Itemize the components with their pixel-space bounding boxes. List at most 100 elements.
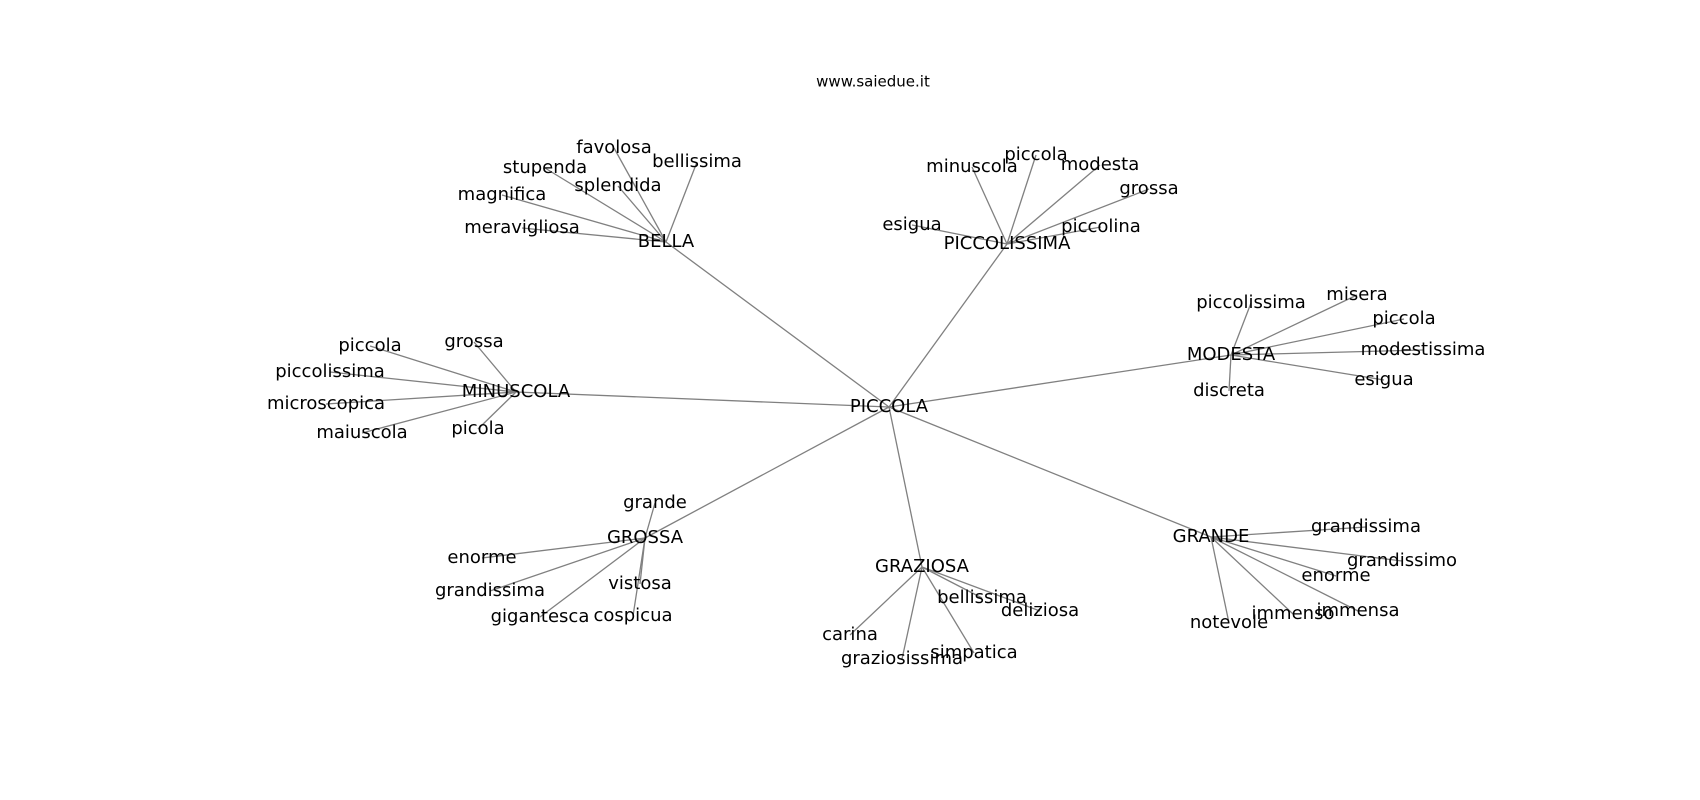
- leaf-node-label: bellissima: [652, 151, 742, 172]
- edge-root-to-hub: [644, 406, 890, 539]
- edge-hub-to-leaf: [1006, 226, 1102, 245]
- edge-hub-to-leaf: [477, 391, 517, 430]
- edge-hub-to-leaf: [1210, 536, 1403, 562]
- leaf-node-label: misera: [1326, 284, 1387, 305]
- leaf-node-label: modestissima: [1361, 339, 1486, 360]
- leaf-node-label: immenso: [1252, 603, 1335, 624]
- leaf-node-label: grossa: [1119, 178, 1178, 199]
- edge-hub-to-leaf: [325, 391, 517, 405]
- leaf-node-label: grandissima: [435, 580, 545, 601]
- edge-hub-to-leaf: [1230, 294, 1358, 356]
- edge-hub-to-leaf: [521, 227, 667, 243]
- edge-hub-to-leaf: [849, 566, 923, 636]
- edge-hub-to-leaf: [971, 166, 1008, 245]
- edge-hub-to-leaf: [544, 167, 667, 243]
- leaf-node-label: piccolissima: [275, 361, 385, 382]
- edge-hub-to-leaf: [489, 537, 646, 592]
- edge-hub-to-leaf: [481, 537, 646, 559]
- edge-hub-to-leaf: [473, 341, 517, 393]
- leaf-node-label: cospicua: [593, 605, 672, 626]
- leaf-node-label: enorme: [1301, 565, 1370, 586]
- site-title: www.saiedue.it: [816, 73, 930, 91]
- edge-hub-to-leaf: [921, 566, 983, 599]
- edge-hub-to-leaf: [1210, 536, 1359, 612]
- edge-hub-to-leaf: [329, 371, 517, 393]
- leaf-node-label: magnifica: [458, 184, 547, 205]
- edge-root-to-hub: [888, 354, 1232, 408]
- edge-hub-to-leaf: [921, 566, 1041, 612]
- leaf-node-label: graziosissima: [841, 648, 963, 669]
- leaf-node-label: notevole: [1190, 612, 1268, 633]
- graph-edges: [325, 147, 1424, 660]
- leaf-node-label: piccola: [338, 335, 401, 356]
- edge-hub-to-leaf: [1210, 536, 1230, 624]
- leaf-node-label: favolosa: [576, 137, 651, 158]
- edge-root-to-hub: [888, 406, 1212, 538]
- edge-hub-to-leaf: [501, 194, 667, 243]
- edge-hub-to-leaf: [361, 391, 517, 434]
- hub-node-label: GROSSA: [607, 527, 684, 548]
- edge-hub-to-leaf: [921, 566, 975, 654]
- edge-root-to-hub: [665, 241, 890, 408]
- leaf-node-label: carina: [822, 624, 878, 645]
- edge-root-to-hub: [515, 391, 890, 408]
- leaf-node-label: microscopica: [267, 393, 385, 414]
- root-node-label: PICCOLA: [850, 396, 929, 417]
- leaf-node-label: bellissima: [937, 587, 1027, 608]
- edge-hub-to-leaf: [1230, 354, 1385, 381]
- leaf-node-label: grande: [623, 492, 687, 513]
- leaf-node-label: modesta: [1061, 154, 1140, 175]
- hub-node-label: GRANDE: [1173, 526, 1250, 547]
- leaf-node-label: splendida: [574, 175, 661, 196]
- edge-hub-to-leaf: [1230, 349, 1424, 356]
- edge-hub-to-leaf: [617, 185, 667, 243]
- edge-hub-to-leaf: [632, 537, 646, 617]
- edge-hub-to-leaf: [1210, 536, 1294, 615]
- leaf-node-label: stupenda: [503, 157, 587, 178]
- edge-hub-to-leaf: [539, 537, 646, 618]
- hub-node-label: MINUSCOLA: [462, 381, 571, 402]
- edge-hub-to-leaf: [644, 502, 656, 539]
- hub-node-label: GRAZIOSA: [875, 556, 970, 577]
- leaf-node-label: grossa: [444, 331, 503, 352]
- leaf-node-label: discreta: [1193, 380, 1265, 401]
- leaf-node-label: gigantesca: [491, 606, 590, 627]
- leaf-node-label: vistosa: [608, 573, 672, 594]
- graph-labels: PICCOLABELLAfavolosabellissimastupendasp…: [267, 137, 1485, 669]
- edge-hub-to-leaf: [1006, 164, 1101, 245]
- hub-node-label: PICCOLISSIMA: [944, 233, 1071, 254]
- edge-root-to-hub: [888, 243, 1008, 408]
- leaf-node-label: maiuscola: [316, 422, 407, 443]
- edge-hub-to-leaf: [369, 345, 517, 393]
- edge-hub-to-leaf: [1210, 526, 1367, 538]
- hub-node-label: MODESTA: [1187, 344, 1276, 365]
- leaf-node-label: esigua: [1354, 369, 1413, 390]
- leaf-node-label: piccolissima: [1196, 292, 1306, 313]
- leaf-node-label: minuscola: [926, 156, 1018, 177]
- leaf-node-label: picola: [451, 418, 504, 439]
- edge-hub-to-leaf: [1006, 154, 1037, 245]
- hub-node-label: BELLA: [638, 231, 695, 252]
- leaf-node-label: enorme: [447, 547, 516, 568]
- edge-hub-to-leaf: [901, 566, 923, 660]
- leaf-node-label: piccola: [1004, 144, 1067, 165]
- leaf-node-label: piccolina: [1061, 216, 1141, 237]
- edge-root-to-hub: [888, 406, 923, 568]
- edge-hub-to-leaf: [1210, 536, 1337, 577]
- leaf-node-label: grandissimo: [1347, 550, 1457, 571]
- leaf-node-label: piccola: [1372, 308, 1435, 329]
- edge-hub-to-leaf: [911, 224, 1008, 245]
- leaf-node-label: meravigliosa: [464, 217, 580, 238]
- leaf-node-label: simpatica: [930, 642, 1017, 663]
- leaf-node-label: deliziosa: [1001, 600, 1079, 621]
- edge-hub-to-leaf: [1230, 302, 1252, 356]
- edge-hub-to-leaf: [1230, 318, 1405, 356]
- edge-hub-to-leaf: [1006, 188, 1150, 245]
- edge-hub-to-leaf: [1228, 354, 1232, 392]
- edge-hub-to-leaf: [613, 147, 667, 243]
- leaf-node-label: immensa: [1317, 600, 1400, 621]
- edge-hub-to-leaf: [665, 161, 698, 243]
- leaf-node-label: grandissima: [1311, 516, 1421, 537]
- leaf-node-label: esigua: [882, 214, 941, 235]
